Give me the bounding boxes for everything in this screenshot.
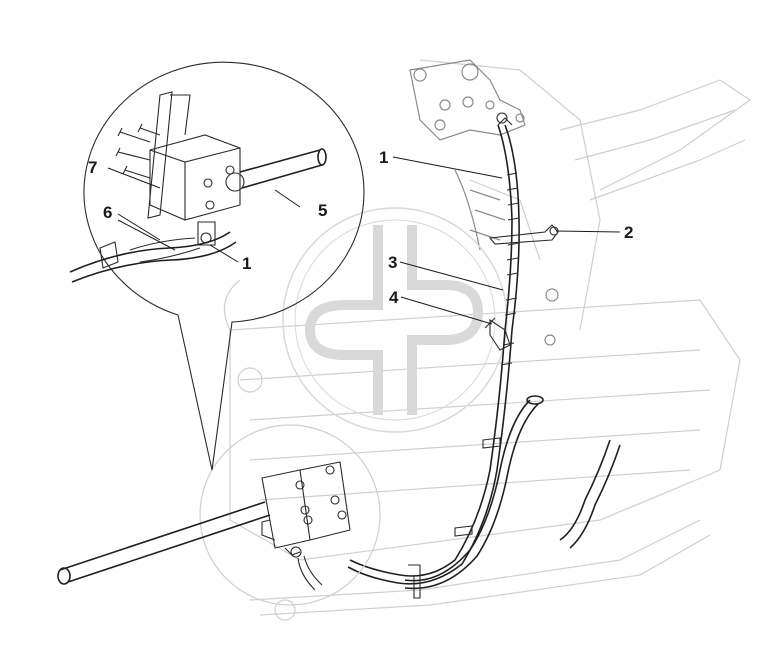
callout-1: 1	[379, 148, 388, 167]
callout-3: 3	[388, 253, 397, 272]
callout-2: 2	[624, 223, 633, 242]
callout-7: 7	[88, 158, 97, 177]
callout-4: 4	[389, 288, 399, 307]
mounting-bracket	[409, 59, 559, 346]
detail-callout-bubble	[83, 61, 365, 471]
frame-background	[223, 59, 752, 621]
watermark-logo	[282, 207, 508, 433]
harness-assembly	[347, 112, 621, 599]
valve-assembly-main	[57, 424, 381, 606]
callout-5: 5	[318, 201, 327, 220]
valve-detail-view	[69, 91, 327, 283]
callout-6: 6	[103, 203, 112, 222]
callout-1-detail: 1	[242, 254, 251, 273]
leader-lines	[107, 156, 621, 325]
